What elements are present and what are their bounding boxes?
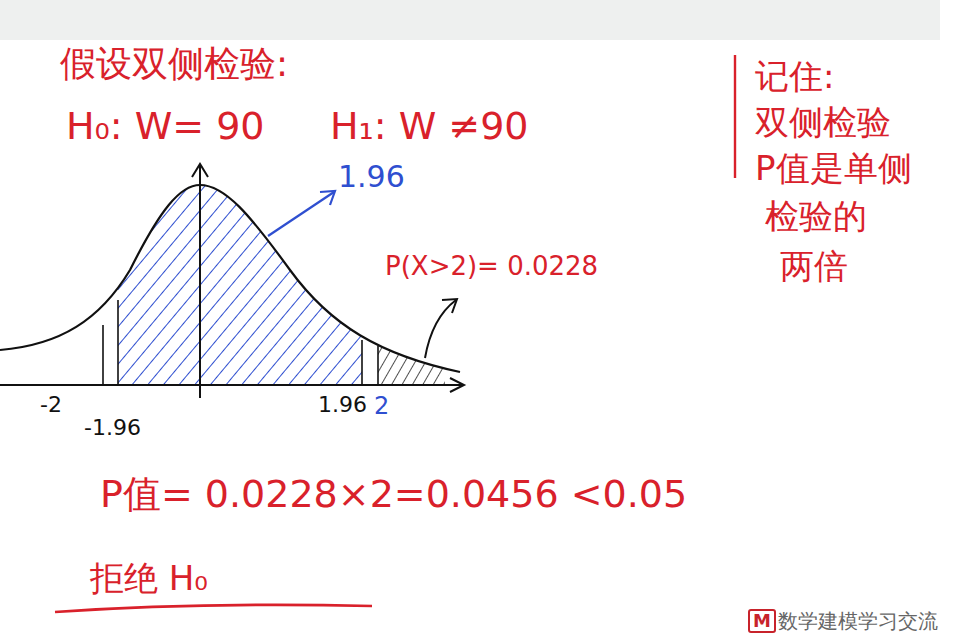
tail-probability: P(X>2)= 0.0228 [385, 252, 598, 281]
axis-tick-label: 2 [374, 393, 389, 419]
null-hypothesis: H₀: W= 90 [66, 106, 265, 148]
top-band [0, 0, 940, 40]
axis-tick-label: -1.96 [84, 416, 141, 440]
alt-hypothesis: H₁: W ≠90 [330, 106, 529, 148]
axis-tick-label: -2 [40, 393, 62, 417]
tail-hatch [378, 300, 445, 390]
x-axis [0, 384, 462, 386]
y-arrow [192, 164, 208, 177]
center-hatch [118, 150, 362, 390]
note-text: 记住: [755, 58, 834, 95]
underline [55, 605, 372, 612]
note-text: 双侧检验 [755, 104, 891, 141]
pointer-head [320, 191, 335, 205]
tick-line [117, 300, 119, 385]
x-arrow [450, 378, 464, 392]
axis-tick-label: 1.96 [318, 393, 367, 417]
note-text: P值是单侧 [755, 150, 912, 187]
pointer-arrow [425, 300, 456, 358]
tick-line [102, 325, 104, 385]
tick-line [377, 346, 379, 385]
heading: 假设双侧检验: [60, 44, 288, 84]
note-divider [734, 55, 736, 178]
watermark: 数学建模学习交流 [778, 610, 938, 632]
conclusion: 拒绝 H₀ [90, 560, 208, 597]
y-axis [199, 165, 201, 398]
note-text: 两倍 [780, 248, 848, 285]
critical-value: 1.96 [338, 160, 405, 193]
note-text: 检验的 [765, 198, 867, 235]
tick-line [361, 340, 363, 385]
pointer-arrow [268, 192, 334, 236]
pointer-head [442, 299, 457, 313]
logo-mark: M [748, 609, 776, 633]
p-value-calc: P值= 0.0228×2=0.0456 <0.05 [100, 474, 687, 516]
